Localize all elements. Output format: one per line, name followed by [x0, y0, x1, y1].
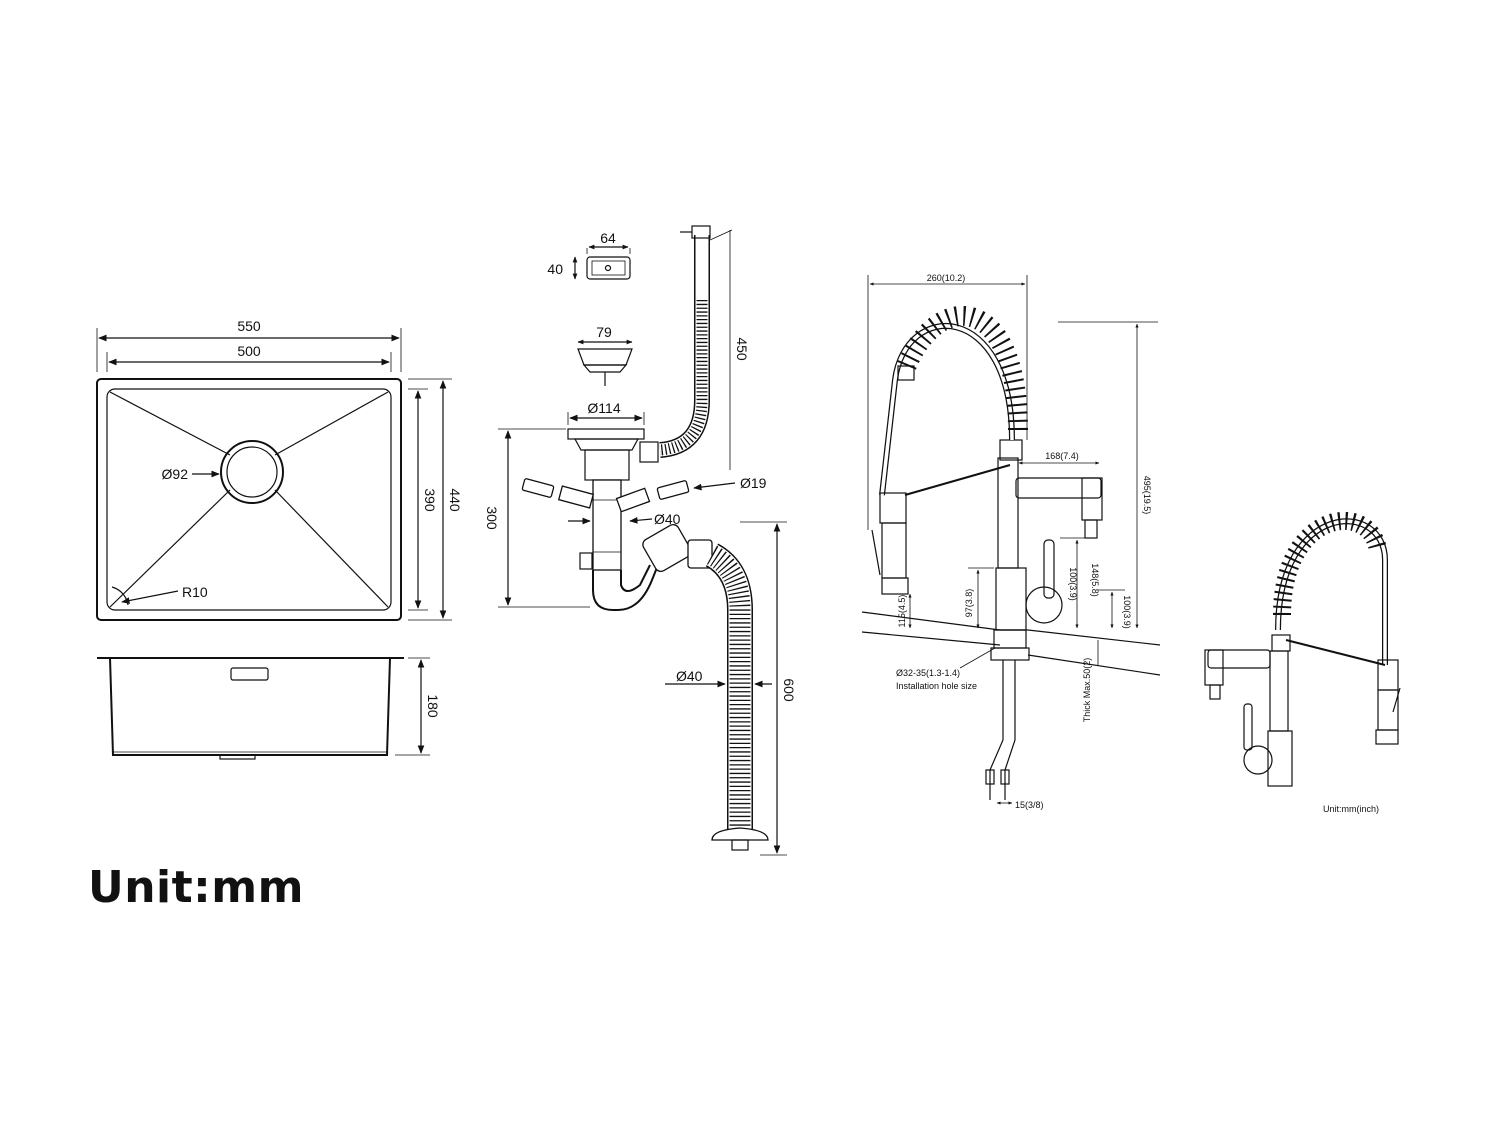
- sprayer-height-label: 115(4.5): [897, 595, 907, 628]
- faucet-width-label: 260(10.2): [927, 273, 966, 283]
- trap-height-label: 300: [484, 506, 500, 530]
- base-height-label: 97(3.8): [964, 589, 974, 618]
- body-height-a-label: 100(3.9): [1068, 567, 1078, 601]
- drain-diameter-label: Ø92: [162, 466, 189, 482]
- spout-reach-label: 168(7.4): [1045, 451, 1079, 461]
- lever-height-label: 148(5.8): [1090, 563, 1100, 597]
- sink-top-view: 550 500 390 440 Ø92 R10: [96, 318, 463, 621]
- total-height-label: 495(19.5): [1142, 476, 1152, 515]
- flange-diameter-label: Ø114: [587, 400, 620, 416]
- outlet-hose-diameter-label: Ø40: [676, 668, 703, 684]
- overflow-hose-length-label: 450: [734, 337, 750, 361]
- unit-label: Unit:mm: [88, 862, 304, 913]
- trap-pipe-diameter-label: Ø40: [654, 511, 681, 527]
- inner-width-label: 500: [237, 343, 261, 359]
- sink-side-view: 180: [97, 657, 441, 760]
- faucet-unit-label: Unit:mm(inch): [1323, 804, 1379, 814]
- overflow-pipe-diameter-label: Ø19: [740, 475, 767, 491]
- faucet-small-view: Unit:mm(inch): [1204, 511, 1401, 814]
- outer-height-label: 440: [447, 488, 463, 512]
- deck-thickness-label: Thick Max.50(2): [1082, 658, 1092, 723]
- outer-width-label: 550: [237, 318, 261, 334]
- hole-size-label: Ø32-35(1.3-1.4): [896, 668, 960, 678]
- overflow-width-label: 64: [600, 230, 616, 246]
- strainer-width-label: 79: [596, 324, 612, 340]
- corner-radius-label: R10: [182, 584, 208, 600]
- hose-fitting-label: 15(3/8): [1015, 800, 1044, 810]
- drain-kit: 64 40 79 450 Ø114: [484, 225, 797, 856]
- depth-label: 180: [425, 694, 441, 718]
- outlet-hose-length-label: 600: [781, 678, 797, 702]
- hole-size-caption: Installation hole size: [896, 681, 977, 691]
- inner-height-label: 390: [422, 488, 438, 512]
- faucet-drawing: 260(10.2) 168(7.4) 495(19.5) 148(5.8) 10…: [861, 273, 1161, 810]
- body-height-b-label: 100(3.9): [1122, 595, 1132, 629]
- overflow-height-label: 40: [547, 261, 563, 277]
